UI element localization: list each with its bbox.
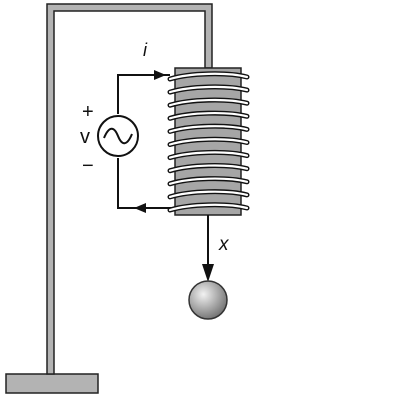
coil-turn-highlight <box>168 203 249 212</box>
coil-turn-highlight <box>168 98 249 107</box>
coil-turn-highlight <box>168 112 249 120</box>
voltage-label: v <box>80 126 90 148</box>
return-arrowhead-icon <box>134 203 146 213</box>
bottom-wire <box>117 158 175 209</box>
circuit-wires <box>117 74 175 209</box>
coil-turn-highlight <box>168 85 249 94</box>
coil-turn-highlight <box>168 177 249 185</box>
current-label: i <box>143 40 148 60</box>
coil-turn-highlight <box>168 125 249 133</box>
displacement-label: x <box>218 234 230 255</box>
top-wire <box>117 74 170 114</box>
coil-turn-highlight <box>168 190 249 198</box>
ac-source-icon <box>97 115 139 157</box>
coil-windings <box>167 71 250 213</box>
plus-sign-label: + <box>82 101 94 123</box>
current-arrowhead-icon <box>154 70 166 80</box>
coil-turn-highlight <box>168 138 249 146</box>
coil-turn-highlight <box>168 151 249 159</box>
coil-turn-highlight <box>168 72 249 81</box>
coil-turn-highlight <box>168 164 249 172</box>
hanging-ball <box>188 280 228 320</box>
stand-base <box>5 373 99 394</box>
minus-sign-label: − <box>82 155 94 177</box>
displacement-arrowhead-icon <box>202 264 214 282</box>
